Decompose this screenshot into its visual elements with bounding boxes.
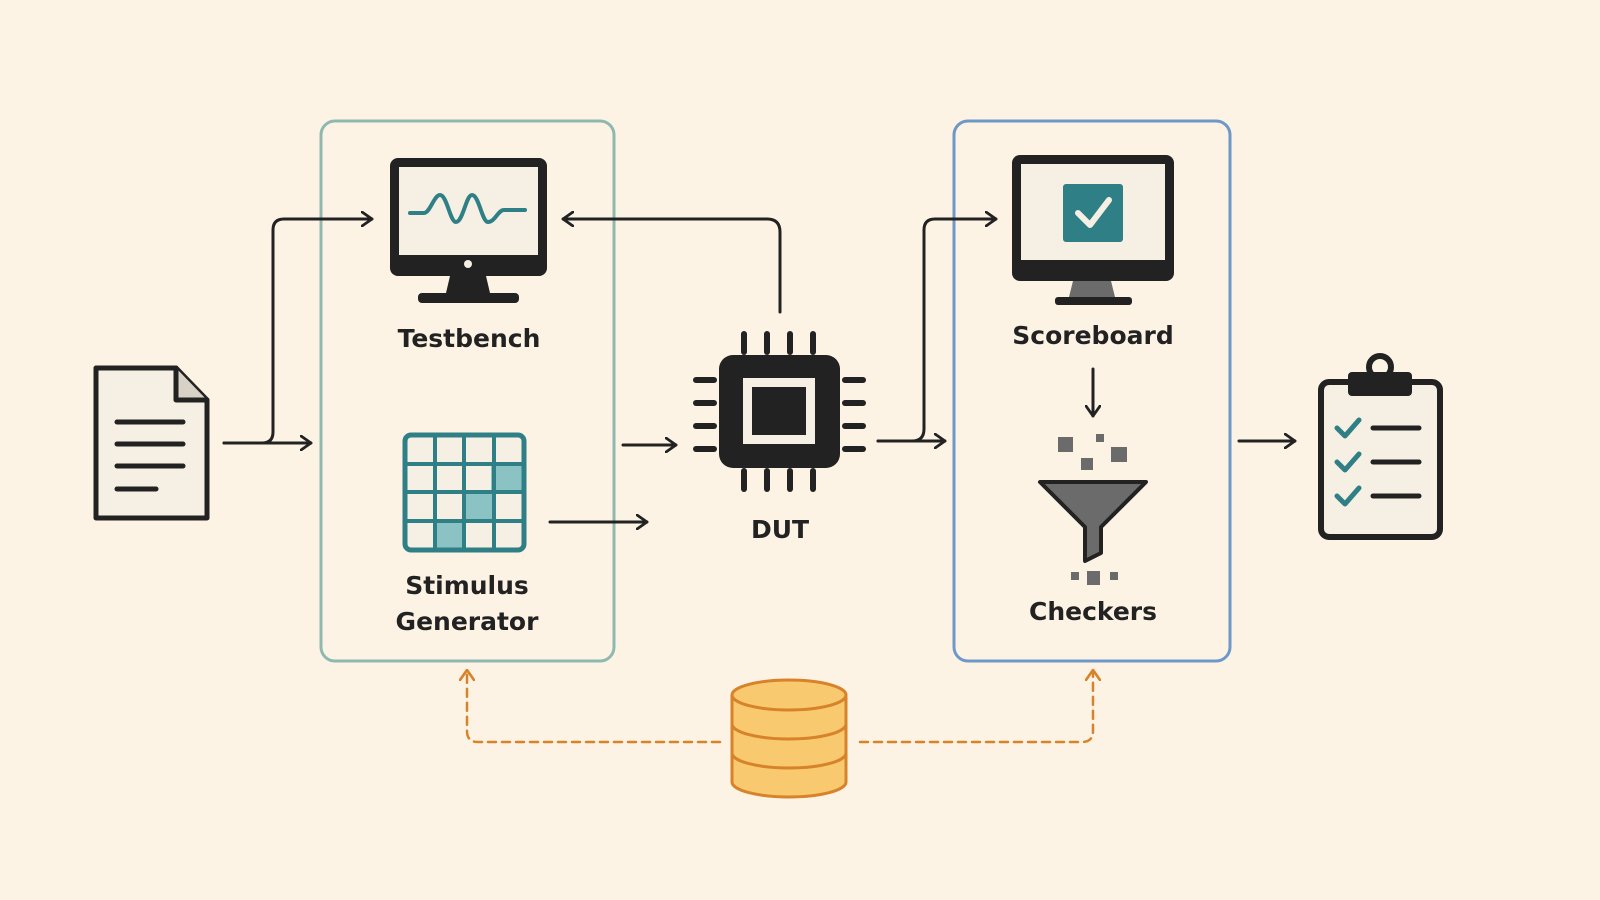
arrow-dut-to-testbench bbox=[561, 219, 782, 314]
grid-icon bbox=[402, 432, 527, 553]
document-icon bbox=[93, 365, 210, 521]
database-icon bbox=[730, 678, 848, 799]
funnel-icon bbox=[1038, 434, 1148, 585]
waveform-monitor-icon bbox=[390, 158, 547, 303]
db-link-to-stimulus bbox=[467, 668, 722, 744]
environment-group-box bbox=[319, 119, 616, 663]
checkers-label: Checkers bbox=[1028, 597, 1158, 626]
arrow-document-to-testbench bbox=[222, 219, 374, 445]
testbench-label: Testbench bbox=[397, 324, 541, 353]
scoreboard-label: Scoreboard bbox=[1012, 321, 1174, 350]
chip-icon bbox=[693, 331, 866, 492]
connectors bbox=[222, 219, 1297, 522]
clipboard-checklist-icon bbox=[1318, 353, 1443, 540]
db-link-to-checkers bbox=[858, 668, 1093, 744]
check-monitor-icon bbox=[1012, 155, 1174, 305]
stimulus-generator-label-line1: Stimulus bbox=[405, 571, 529, 600]
stimulus-generator-label: Stimulus Generator bbox=[367, 568, 567, 640]
analysis-group-box bbox=[952, 119, 1232, 663]
dut-label: DUT bbox=[750, 515, 810, 544]
stimulus-generator-label-line2: Generator bbox=[395, 607, 539, 636]
database-links bbox=[467, 668, 1093, 744]
arrow-dut-to-scoreboard bbox=[876, 219, 998, 443]
